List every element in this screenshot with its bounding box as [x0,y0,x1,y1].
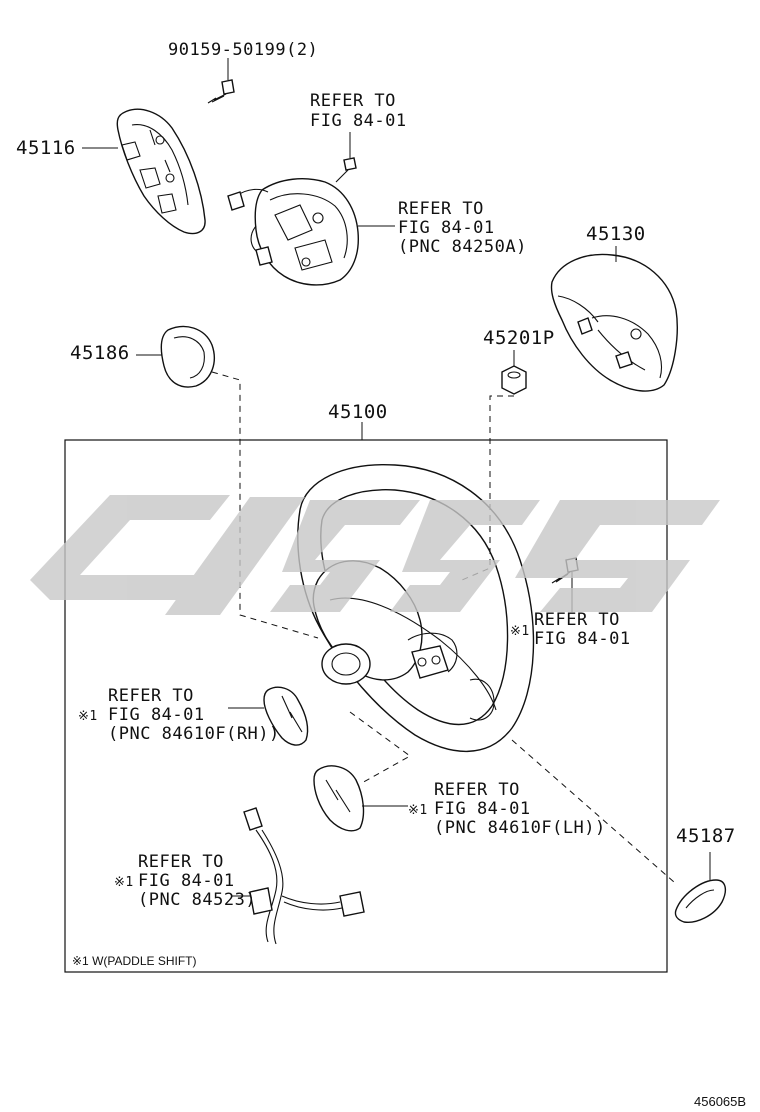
note-mark-right: ※1 [510,624,530,639]
refer-label-upper: REFER TO [310,91,396,111]
emblem-45187-drawing [674,879,727,923]
watermark-logo [30,495,720,615]
part-number-45116: 45116 [16,137,76,159]
cover-45186-drawing [160,325,215,388]
part-number-45130: 45130 [586,223,646,245]
note-mark-rh: ※1 [78,709,98,724]
fig-label-right: FIG 84-01 [534,629,631,649]
part-number-45187: 45187 [676,825,736,847]
wire-harness-drawing [243,807,365,945]
assembly-frame [64,439,668,973]
note-mark-lh: ※1 [408,803,428,818]
refer-label-lh: REFER TO [434,780,520,800]
part-number-90159: 90159-50199(2) [168,40,319,60]
screw-90159-drawing [207,79,235,104]
part-number-45100: 45100 [328,401,388,423]
pnc-label-lh: (PNC 84610F(LH)) [434,818,606,838]
refer-label-switch: REFER TO [398,199,484,219]
footnote-paddle-shift: ※1 W(PADDLE SHIFT) [72,954,197,968]
spiral-switch-drawing [227,178,359,286]
fig-label-switch: FIG 84-01 [398,218,495,238]
pnc-label-rh: (PNC 84610F(RH)) [108,724,280,744]
pnc-label-switch: (PNC 84250A) [398,237,527,257]
nut-45201p-drawing [501,365,527,395]
part-45116-drawing [116,108,206,235]
airbag-45130-drawing [550,253,678,392]
screw-upper-drawing [335,157,357,183]
refer-label-harness: REFER TO [138,852,224,872]
paddle-rh-drawing [263,686,309,746]
part-number-45186: 45186 [70,342,130,364]
refer-label-right: REFER TO [534,610,620,630]
part-number-45201p: 45201P [483,327,555,349]
note-mark-harness: ※1 [114,875,134,890]
fig-label-upper: FIG 84-01 [310,111,407,131]
fig-label-harness: FIG 84-01 [138,871,235,891]
diagram-code: 456065B [694,1094,747,1109]
fig-label-rh: FIG 84-01 [108,705,205,725]
paddle-lh-drawing [313,765,365,832]
refer-label-rh: REFER TO [108,686,194,706]
pnc-label-harness: (PNC 84523) [138,890,257,910]
fig-label-lh: FIG 84-01 [434,799,531,819]
